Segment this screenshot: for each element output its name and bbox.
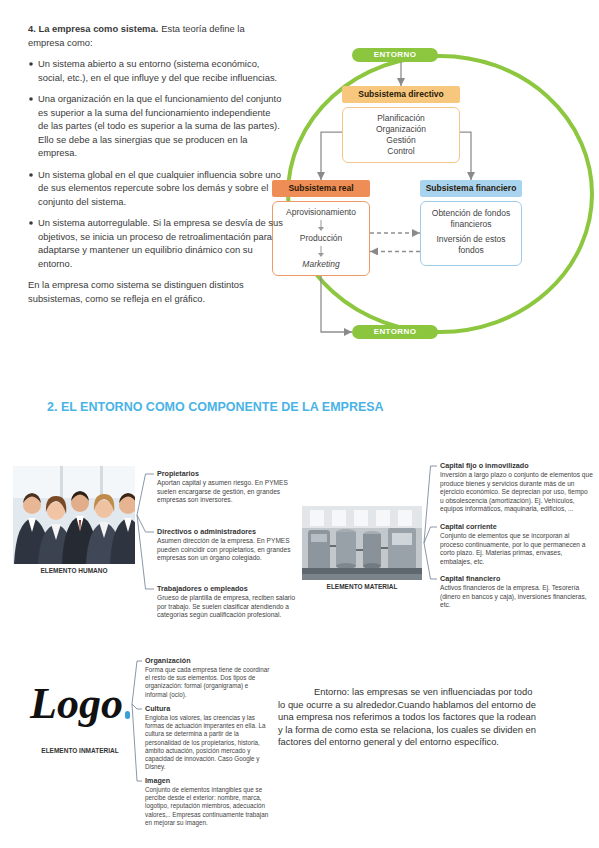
element-entry: Trabajadores o empleadosGrueso de planti… [157,584,297,620]
element-entry: Capital fijo o inmovilizadoInversión a l… [440,461,593,514]
photo-caption: ELEMENTO INMATERIAL [30,747,130,755]
element-entry: Capital corrienteConjunto de elementos q… [440,522,593,566]
paragraph: Entorno: las empresas se ven influenciad… [278,686,540,749]
photo-element: ELEMENTO HUMANO [13,466,135,575]
factory-photo [302,506,422,580]
flow-arrow [316,245,326,258]
bullet-text: Un sistema autorregulable. Si la empresa… [38,217,283,269]
element-description: Grueso de plantilla de empresa, reciben … [157,594,297,620]
element-heading: Capital financiero [440,574,593,583]
bullet-item: Un sistema autorregulable. Si la empresa… [28,216,283,270]
element-entry: Directivos o administradoresAsumen direc… [157,527,297,563]
element-heading: Propietarios [157,469,297,478]
subsystem-heading: Subsistema real [272,180,370,197]
photo-caption: ELEMENTO MATERIAL [302,583,422,591]
branch-line [137,474,154,515]
subsystem-item: Planificación [346,113,456,124]
intro-line: 4. La empresa como sistema.Esta teoría d… [28,22,283,49]
environment-label: ENTORNO [352,50,438,60]
subsystem-item: Gestión [346,135,456,146]
bullet-dot [29,173,33,177]
subsystem-item: Producción [276,233,366,244]
bullet-text: Una organización en la que el funcionami… [38,93,281,158]
logo-word: Logo [30,682,123,726]
subsystem-heading: Subsistema directivo [342,86,460,103]
branch-line [132,704,142,781]
element-description: Inversión a largo plazo o conjunto de el… [440,471,593,514]
subsystem-heading: Subsistema financiero [420,180,522,197]
branch-line [137,515,154,532]
subsystem-item: Control [346,146,456,157]
element-heading: Capital fijo o inmovilizado [440,461,593,470]
bullet-item: Un sistema abierto a su entorno (sistema… [28,57,283,84]
element-heading: Capital corriente [440,522,593,531]
subsystem-item: Inversión de estos fondos [424,234,518,256]
subsystem-item: Obtención de fondos financieros [424,208,518,230]
element-description: Forma que cada empresa tiene de coordina… [145,666,270,699]
section-title: 2. EL ENTORNO COMO COMPONENTE DE LA EMPR… [47,400,384,414]
bullet-dot [29,221,33,225]
element-entry: OrganizaciónForma que cada empresa tiene… [145,656,270,699]
branch-line [424,466,437,543]
photo-element: ELEMENTO MATERIAL [302,506,422,591]
connector [370,232,420,233]
element-heading: Trabajadores o empleados [157,584,297,593]
subsystem-body: PlanificaciónOrganizaciónGestiónControl [342,107,460,163]
connector [321,132,342,180]
bullet-text: Un sistema global en el que cualquier in… [38,169,281,207]
element-entry: ImagenConjunto de elementos intangibles … [145,776,270,827]
element-entry: Capital financieroActivos financieros de… [440,574,593,610]
bullet-item: Un sistema global en el que cualquier in… [28,168,283,209]
element-heading: Directivos o administradores [157,527,297,536]
text-column: 4. La empresa como sistema.Esta teoría d… [28,22,283,305]
branch-line [132,661,142,704]
connector [460,132,471,180]
element-entry: PropietariosAportan capital y asumen rie… [157,469,297,505]
branch-line [424,527,437,543]
element-description: Activos financieros de la empresa. Ej. T… [440,584,593,610]
element-description: Aportan capital y asumen riesgo. En PYME… [157,479,297,505]
element-heading: Imagen [145,776,270,785]
environment-label: ENTORNO [352,327,438,337]
flow-arrow [316,219,326,232]
people-photo [13,466,135,564]
subsystem-box: Subsistema directivoPlanificaciónOrganiz… [342,86,460,163]
paragraph: En la empresa como sistema se distinguen… [28,278,283,305]
branch-line [137,515,154,589]
element-description: Conjunto de elementos intangibles que se… [145,786,270,827]
element-description: Engloba los valores, las creencias y las… [145,714,270,771]
logo-dot [125,711,130,719]
environment-tag: ENTORNO [352,325,438,339]
subsystem-item: Aprovisionamiento [276,207,366,218]
subsystem-item: Marketing [276,259,366,270]
subsystem-body: Obtención de fondos financierosInversión… [420,201,522,266]
connector [321,276,352,332]
branch-line [132,704,142,709]
section-heading: 4. La empresa como sistema. [28,23,158,34]
subsystem-body: AprovisionamientoProducciónMarketing [272,201,370,276]
element-entry: CulturaEngloba los valores, las creencia… [145,704,270,771]
bullet-text: Un sistema abierto a su entorno (sistema… [38,58,277,83]
subsystem-box: Subsistema realAprovisionamientoProducci… [272,180,370,276]
environment-tag: ENTORNO [352,48,438,62]
bullet-dot [29,62,33,66]
logo-element: LogoELEMENTO INMATERIAL [30,664,130,755]
bullet-dot [29,97,33,101]
connector [400,62,401,86]
element-description: Conjunto de elementos que se incorporan … [440,532,593,566]
subsystem-box: Subsistema financieroObtención de fondos… [420,180,522,266]
bullet-item: Una organización en la que el funcionami… [28,92,283,160]
element-description: Asumen dirección de la empresa. En PYMES… [157,537,297,563]
connector [370,251,420,252]
element-heading: Organización [145,656,270,665]
photo-caption: ELEMENTO HUMANO [13,567,135,575]
element-heading: Cultura [145,704,270,713]
branch-line [424,543,437,579]
subsystem-item: Organización [346,124,456,135]
